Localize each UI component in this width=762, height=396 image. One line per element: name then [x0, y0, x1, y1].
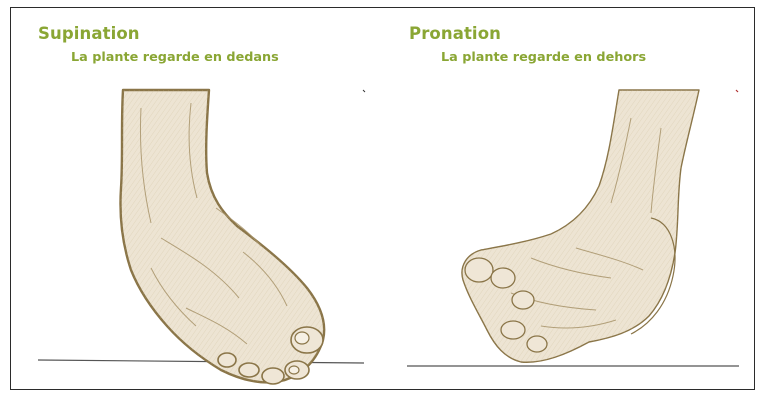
- supination-title: Supination: [38, 24, 140, 43]
- foot-illustrations: [37, 88, 739, 385]
- slide-frame: Supination La plante regarde en dedans P…: [10, 7, 755, 390]
- pronation-foot-illustration: [407, 89, 739, 367]
- supination-foot-illustration: [37, 88, 366, 385]
- pronation-title: Pronation: [409, 24, 501, 43]
- pronation-subtitle: La plante regarde en dehors: [441, 50, 647, 65]
- supination-subtitle: La plante regarde en dedans: [71, 50, 279, 65]
- supination-ground-line: [37, 359, 365, 364]
